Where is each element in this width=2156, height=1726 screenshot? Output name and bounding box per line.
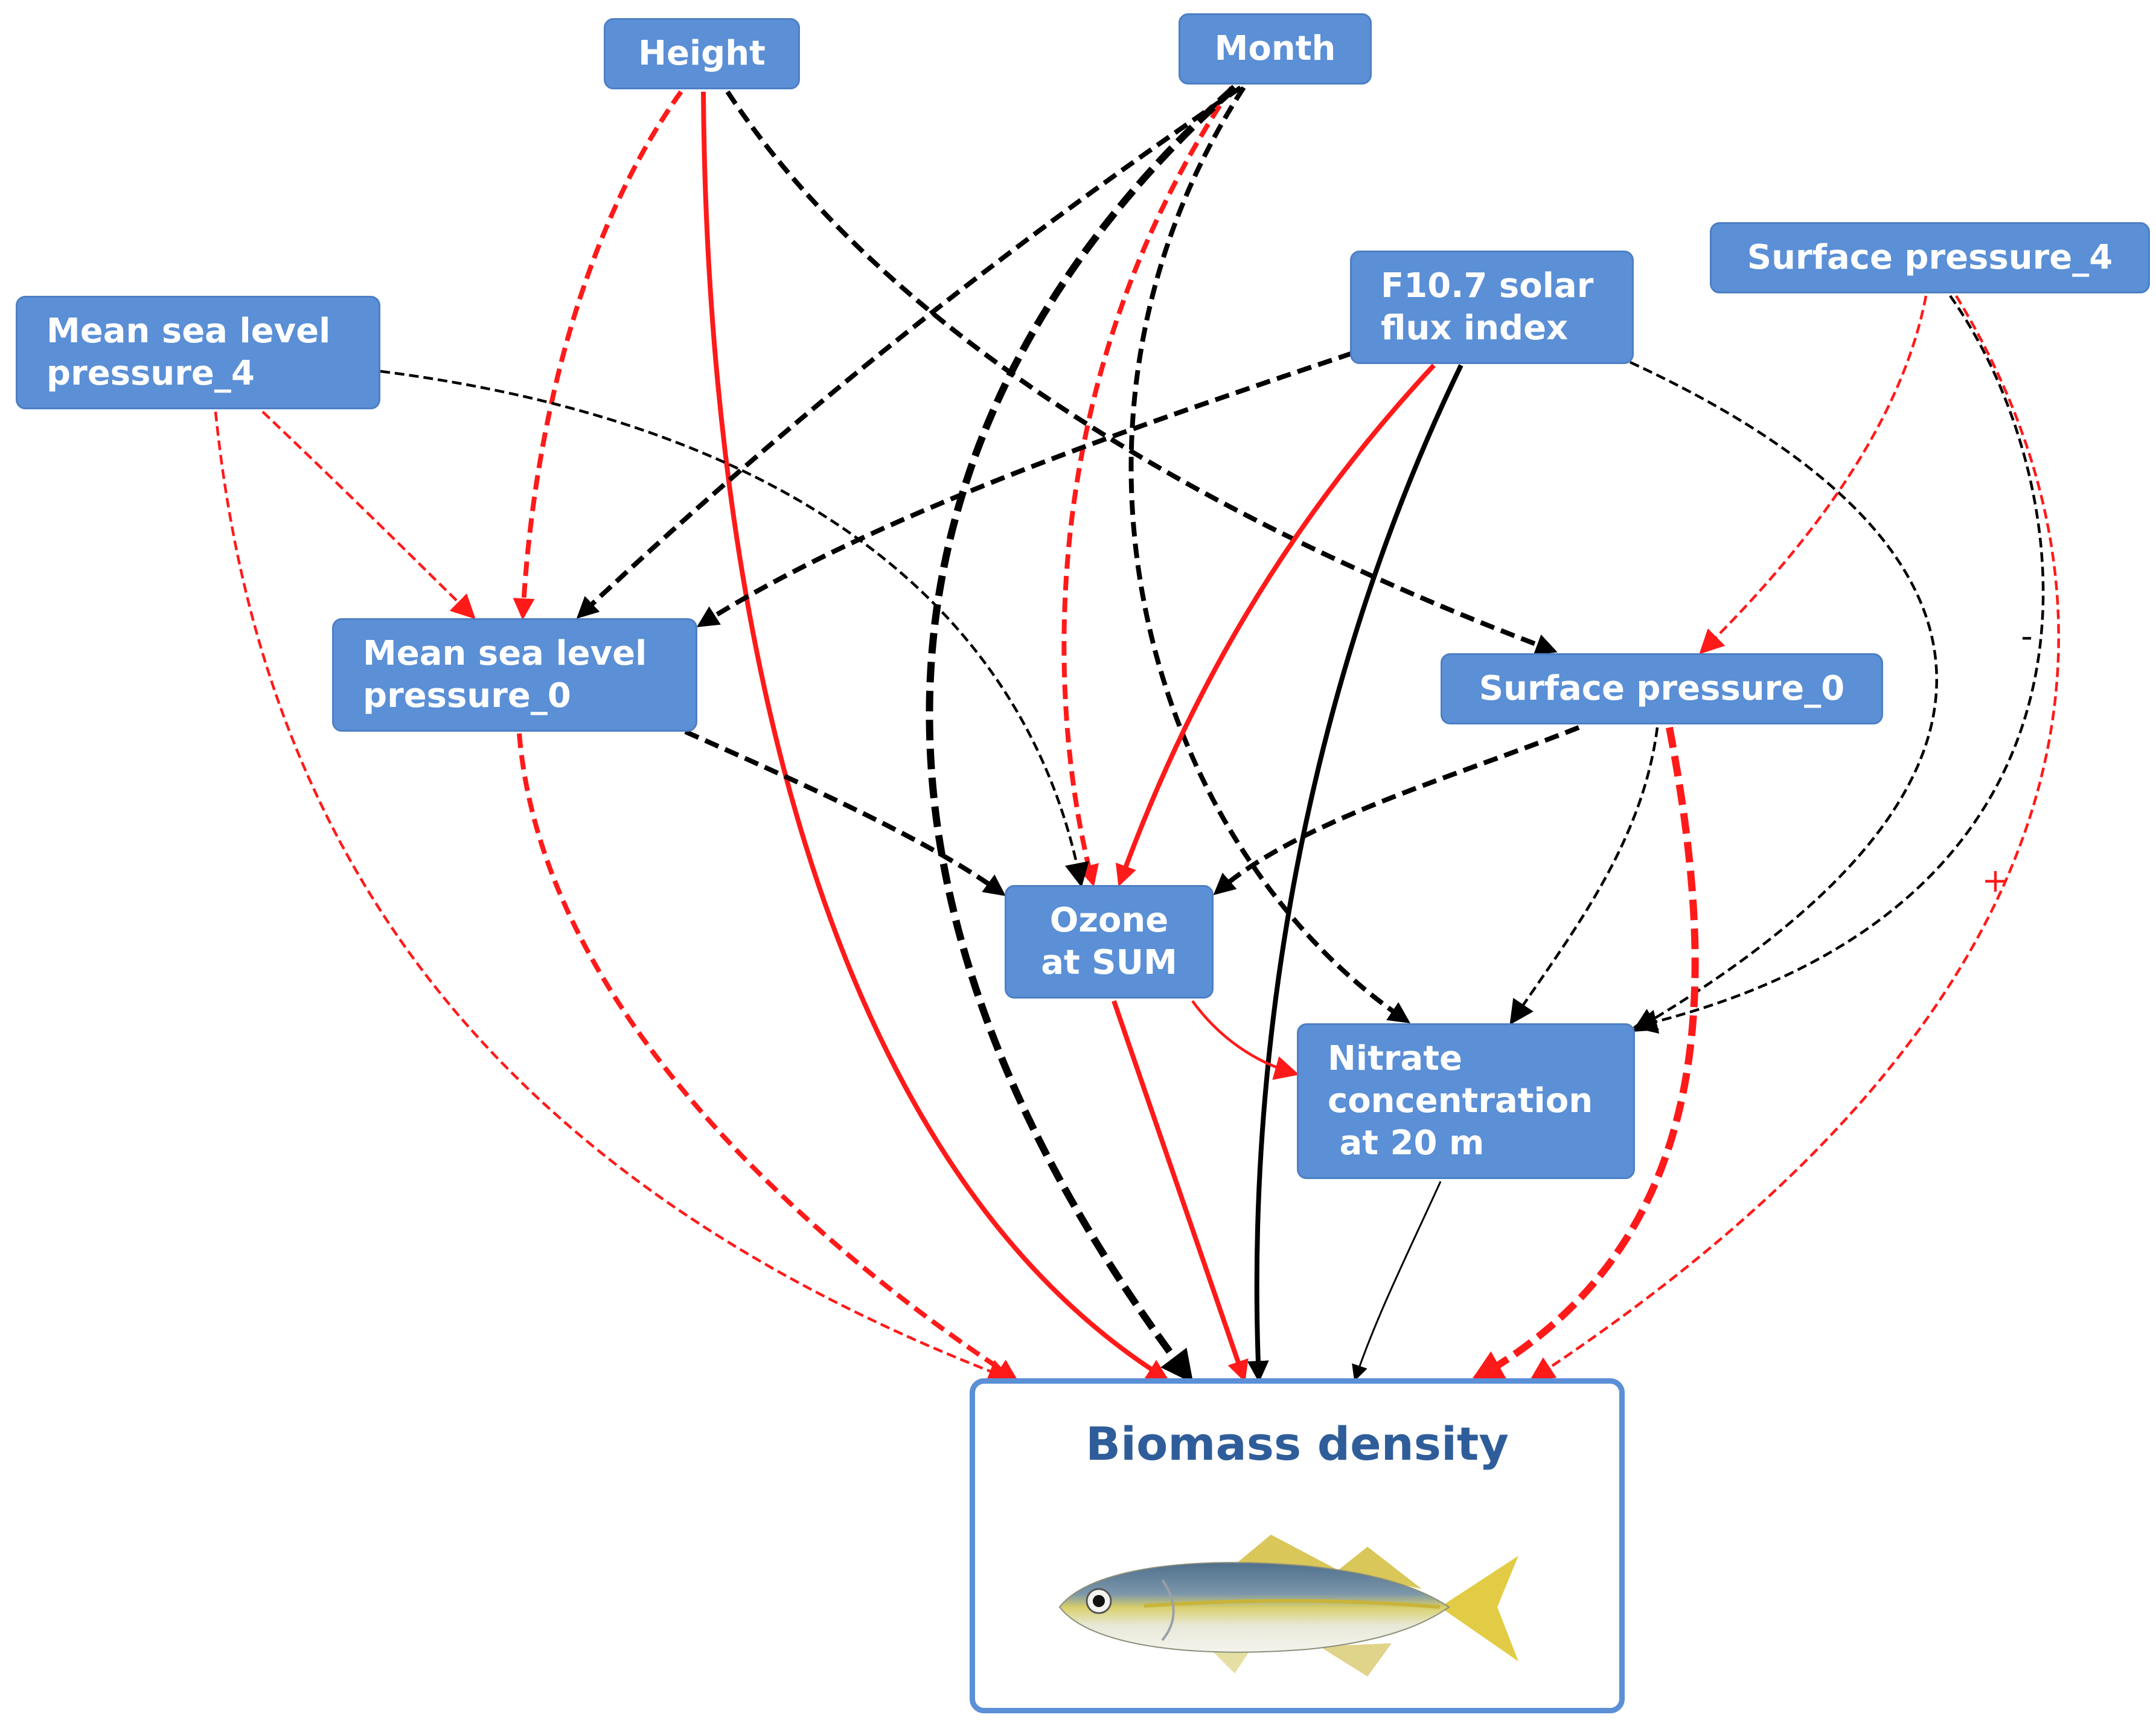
edge-sign-labels: - + (1982, 617, 2032, 900)
node-ozone-at-sum[interactable]: Ozone at SUM (1005, 885, 1214, 999)
node-month-label: Month (1214, 29, 1336, 68)
fish-body (1058, 1562, 1450, 1653)
fish-illustration (1058, 1535, 1518, 1676)
node-mslp0-line2: pressure_0 (363, 676, 571, 715)
node-f107-line2: flux index (1381, 308, 1569, 348)
node-biomass-density[interactable]: Biomass density (970, 1378, 1625, 1713)
node-nitrate-line3: at 20 m (1328, 1123, 1485, 1163)
edge-f107-to-biomass (1247, 364, 1463, 1383)
edge-layer (214, 85, 2060, 1384)
edge-ozone-to-biomass (1112, 1000, 1249, 1382)
edge-mslp4-to-mslp0 (261, 411, 476, 619)
edge-sp4-to-biomass (1529, 295, 2060, 1381)
edge-f107-to-mslp0 (696, 351, 1354, 627)
node-nitrate-line2: concentration (1328, 1081, 1593, 1120)
edge-nitrate-to-biomass (1352, 1181, 1442, 1382)
edge-f107-to-ozone (1115, 363, 1436, 887)
edge-mslp4-to-ozone (380, 369, 1089, 887)
edge-mslp4-to-biomass (214, 411, 1013, 1383)
node-height[interactable]: Height (604, 18, 800, 89)
sign-plus: + (1982, 861, 2009, 900)
edge-height-to-mslp0 (513, 90, 683, 621)
node-nitrate-line1: Nitrate (1328, 1039, 1462, 1078)
edge-mslp0-to-biomass (517, 733, 1019, 1381)
node-mslp4-line1: Mean sea level (46, 312, 331, 351)
edge-sp0-to-biomass (1470, 726, 1699, 1382)
edge-mslp0-to-ozone (684, 729, 1006, 897)
edge-month-to-ozone (1061, 86, 1234, 887)
edge-f107-to-nitrate (1630, 360, 1938, 1032)
node-ozone-line1: Ozone (1049, 901, 1169, 940)
fish-pupil (1093, 1595, 1105, 1607)
node-mslp4-line2: pressure_4 (46, 354, 255, 393)
edge-ozone-to-nitrate (1191, 1000, 1299, 1080)
node-nitrate-concentration-20m[interactable]: Nitrate concentration at 20 m (1297, 1023, 1635, 1179)
fish-dorsal-fin-2 (1337, 1547, 1422, 1589)
node-f107-solar-flux-index[interactable]: F10.7 solar flux index (1350, 251, 1634, 364)
node-mslp0-line1: Mean sea level (363, 634, 647, 673)
edge-height-to-biomass (701, 91, 1169, 1381)
edge-sp4-to-nitrate (1633, 295, 2045, 1034)
edge-month-to-mslp0 (576, 85, 1243, 619)
edge-month-to-nitrate (1128, 86, 1410, 1024)
node-surface-pressure-0[interactable]: Surface pressure_0 (1441, 653, 1883, 724)
node-mean-sea-level-pressure-0[interactable]: Mean sea level pressure_0 (332, 618, 697, 732)
fish-gill (1161, 1579, 1175, 1641)
fish-tail (1440, 1556, 1518, 1661)
edge-month-to-biomass (926, 85, 1238, 1384)
edge-sp0-to-ozone (1213, 725, 1580, 895)
edge-sp0-to-nitrate (1509, 727, 1659, 1025)
node-sp0-label: Surface pressure_0 (1479, 669, 1845, 708)
node-sp4-label: Surface pressure_4 (1747, 238, 2113, 277)
edge-height-to-sp0 (725, 90, 1558, 655)
node-mean-sea-level-pressure-4[interactable]: Mean sea level pressure_4 (16, 296, 380, 409)
node-surface-pressure-4[interactable]: Surface pressure_4 (1710, 222, 2150, 293)
edge-sp4-to-sp0 (1699, 295, 1928, 654)
node-f107-line1: F10.7 solar (1381, 266, 1594, 305)
fish-lateral-line (1144, 1599, 1441, 1609)
sign-minus: - (2021, 617, 2033, 655)
biomass-density-title: Biomass density (1086, 1417, 1509, 1471)
node-month[interactable]: Month (1179, 13, 1372, 85)
node-height-label: Height (638, 34, 766, 73)
fish-ventral-fin (1319, 1643, 1392, 1676)
fish-dorsal-fin (1235, 1535, 1337, 1570)
node-ozone-line2: at SUM (1041, 943, 1177, 982)
